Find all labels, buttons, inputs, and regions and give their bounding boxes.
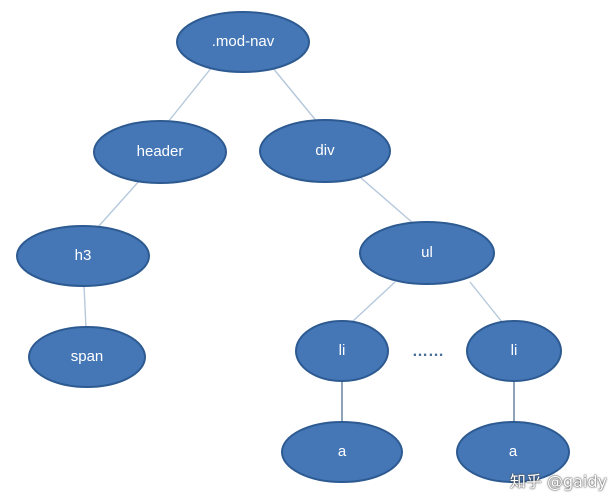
node-li-left: li	[295, 320, 389, 382]
node-li-left-label: li	[339, 342, 346, 359]
node-a-right-label: a	[509, 443, 518, 460]
node-header: header	[93, 120, 227, 184]
node-li-right-label: li	[511, 342, 518, 359]
node-a-left: a	[281, 421, 403, 483]
edge-modnav-div	[267, 61, 319, 124]
node-a-right: a	[456, 421, 570, 483]
node-h3: h3	[16, 225, 150, 287]
watermark: 知乎 @gaidy	[509, 472, 607, 491]
edge-div-ul	[360, 177, 415, 225]
siblings-ellipsis: ……	[412, 343, 444, 360]
node-div-label: div	[315, 142, 335, 159]
node-a-left-label: a	[338, 443, 347, 460]
edge-ul-li-right	[469, 281, 503, 323]
node-header-label: header	[137, 143, 184, 160]
edge-ul-li-left	[351, 281, 396, 323]
node-span: span	[28, 326, 146, 388]
node-mod-nav-label: .mod-nav	[212, 33, 275, 50]
node-li-right: li	[466, 320, 562, 382]
node-h3-label: h3	[75, 247, 92, 264]
edge-header-h3	[97, 179, 141, 228]
node-span-label: span	[71, 348, 104, 365]
node-div: div	[259, 119, 391, 183]
node-ul-label: ul	[421, 244, 433, 261]
node-ul: ul	[359, 221, 495, 285]
edge-h3-span	[83, 284, 87, 329]
node-mod-nav: .mod-nav	[176, 11, 310, 73]
edge-modnav-header	[167, 61, 217, 123]
